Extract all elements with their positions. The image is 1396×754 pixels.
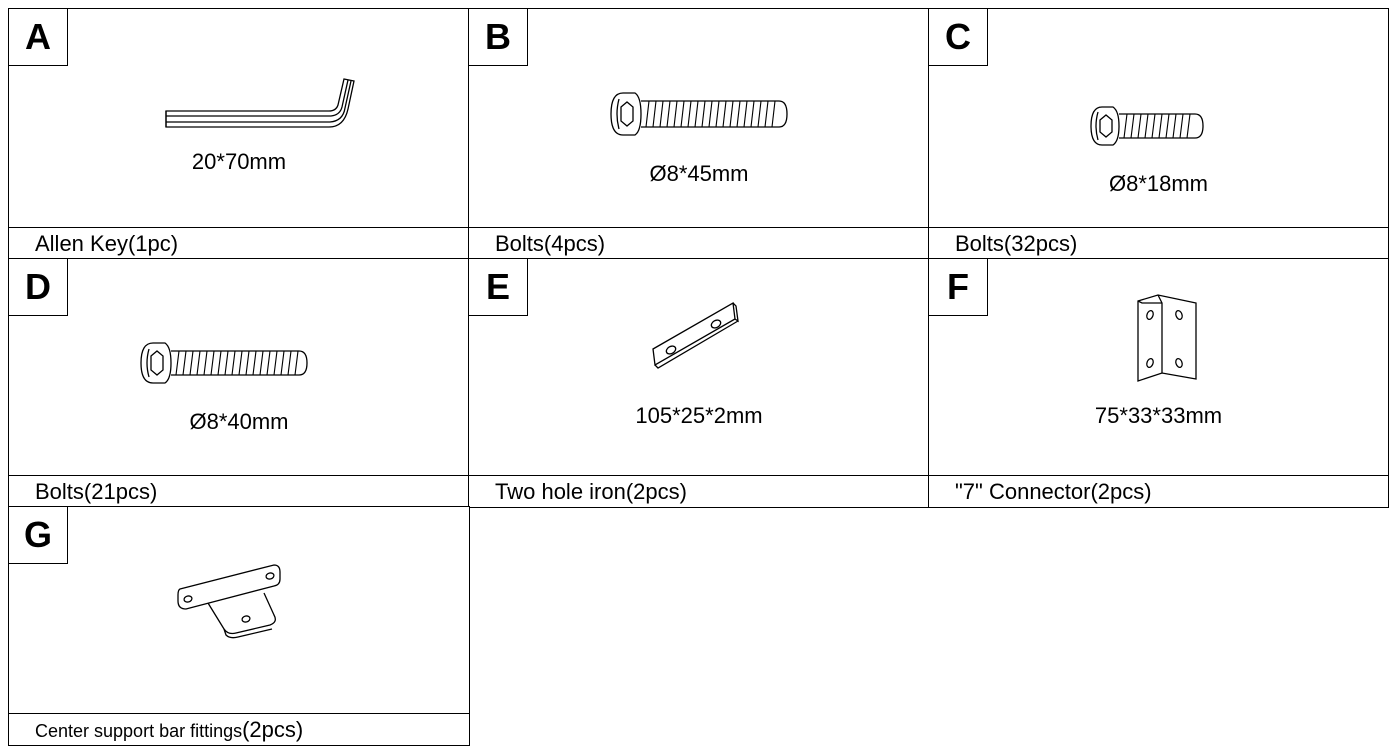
part-name: Bolts(32pcs) bbox=[929, 227, 1388, 259]
part-name: Bolts(21pcs) bbox=[9, 475, 469, 507]
part-letter: C bbox=[929, 9, 988, 66]
allen-key-icon bbox=[164, 71, 364, 141]
part-cell-e: E 105*25*2mm Two hole iron(2pcs) bbox=[468, 258, 930, 508]
part-dimension: Ø8*18mm bbox=[1108, 171, 1209, 196]
part-name: Bolts(4pcs) bbox=[469, 227, 929, 259]
part-cell-d: D Ø8*40mm Bolts(21pcs) bbox=[8, 258, 470, 508]
part-name-main: Center support bar fittings bbox=[35, 721, 243, 741]
part-name: Two hole iron(2pcs) bbox=[469, 475, 929, 507]
part-name: "7" Connector(2pcs) bbox=[929, 475, 1388, 507]
part-letter: D bbox=[9, 259, 68, 316]
part-cell-c: C Ø8*18mm Bolts(32pcs) bbox=[928, 8, 1389, 260]
bolt-icon bbox=[609, 91, 789, 137]
part-dimension: Ø8*40mm bbox=[189, 409, 289, 434]
part-dimension: 105*25*2mm bbox=[635, 403, 763, 428]
part-letter: G bbox=[9, 507, 68, 564]
part-letter: E bbox=[469, 259, 528, 316]
part-letter: F bbox=[929, 259, 988, 316]
part-letter: B bbox=[469, 9, 528, 66]
part-dimension: 75*33*33mm bbox=[1094, 403, 1223, 428]
bolt-icon bbox=[1089, 105, 1205, 147]
part-letter: A bbox=[9, 9, 68, 66]
bolt-icon bbox=[139, 341, 309, 385]
part-dimension: 20*70mm bbox=[191, 149, 287, 174]
part-name: Center support bar fittings(2pcs) bbox=[9, 713, 469, 745]
part-dimension: Ø8*45mm bbox=[649, 161, 749, 186]
support-fitting-icon bbox=[174, 559, 284, 641]
part-cell-g: G Center support bar fittings(2pcs) bbox=[8, 506, 470, 746]
part-name: Allen Key(1pc) bbox=[9, 227, 469, 259]
part-cell-b: B Ø8*45mm Bolts(4pcs) bbox=[468, 8, 930, 260]
angle-bracket-icon bbox=[1134, 293, 1200, 385]
part-name-qty: (2pcs) bbox=[242, 717, 304, 742]
two-hole-plate-icon bbox=[649, 297, 739, 371]
part-cell-a: A 20*70mm Allen Key(1pc) bbox=[8, 8, 470, 260]
part-cell-f: F 75*33*33mm "7" Connector(2pcs) bbox=[928, 258, 1389, 508]
